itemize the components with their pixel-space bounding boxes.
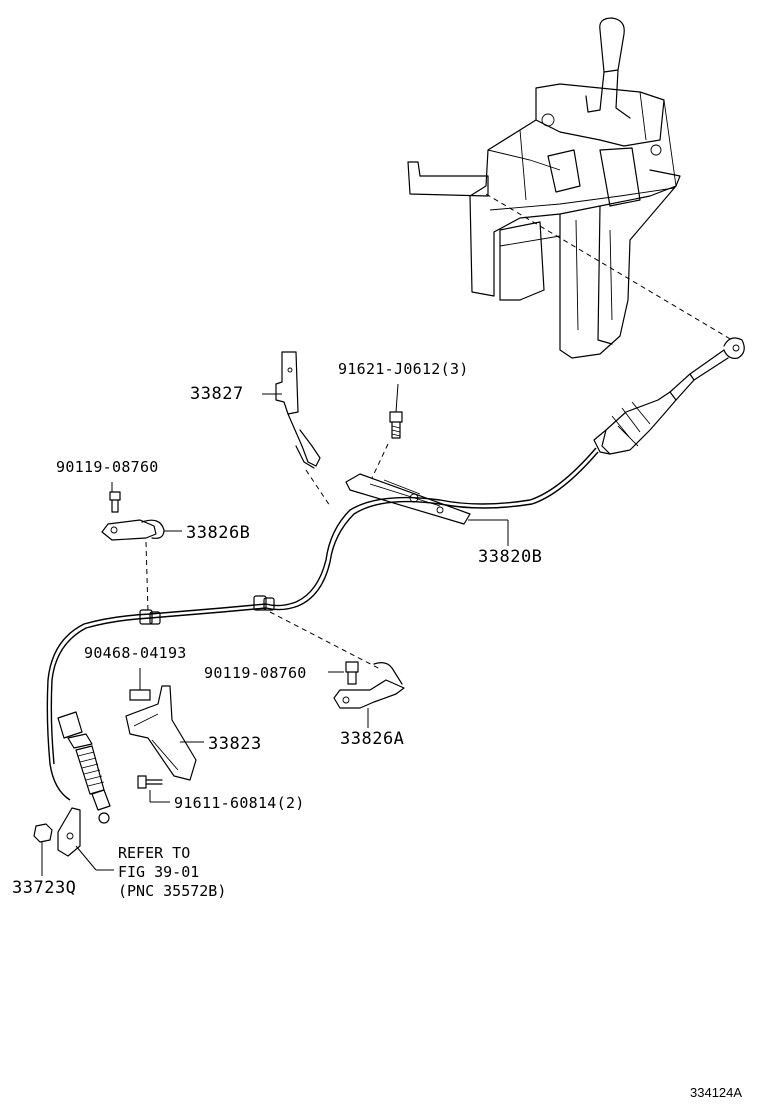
bracket-33826b [101, 491, 165, 541]
leader-lines [41, 383, 509, 876]
shift-cable-33820b [46, 447, 597, 801]
cable-end-fitting [593, 337, 745, 455]
bracket-33826a [333, 661, 405, 709]
reference-note-line2: FIG 39-01 [118, 863, 200, 881]
callout-91621-j0612: 91621-J0612(3) [338, 360, 469, 378]
bracket-33823 [125, 685, 197, 789]
cable-bracket-plate [345, 473, 471, 525]
bolt-91621 [389, 411, 403, 439]
callout-33823: 33823 [208, 734, 262, 754]
callout-90468-04193: 90468-04193 [84, 644, 187, 662]
lever-alignment-line [485, 193, 733, 341]
reference-note-line1: REFER TO [118, 844, 191, 862]
shift-lever-assembly [407, 17, 681, 359]
callout-33826a: 33826A [340, 729, 405, 749]
reference-note-line3: (PNC 35572B) [118, 882, 227, 900]
cable-fittings [139, 595, 275, 625]
callout-33723q: 33723Q [12, 878, 77, 898]
callout-91611-60814: 91611-60814(2) [174, 794, 305, 812]
callout-33820b: 33820B [478, 547, 543, 567]
nut-33723q [33, 807, 81, 857]
figure-code: 334124A [690, 1085, 743, 1100]
clip-33827 [275, 351, 321, 469]
callout-33826b: 33826B [186, 523, 251, 543]
callout-90119-08760-top: 90119-08760 [56, 458, 159, 476]
callout-33827: 33827 [190, 384, 244, 404]
callout-90119-08760-mid: 90119-08760 [204, 664, 307, 682]
reference-note: REFER TO FIG 39-01 (PNC 35572B) [118, 844, 226, 901]
cable-lower-end [57, 711, 111, 824]
